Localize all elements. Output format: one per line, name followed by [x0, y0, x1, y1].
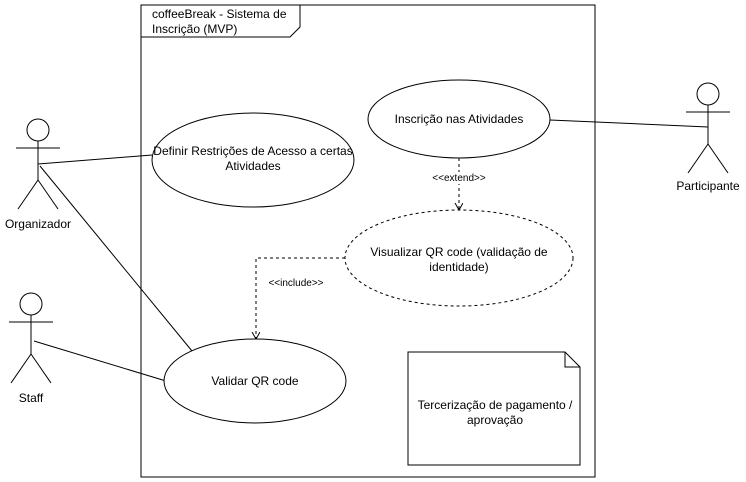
assoc-organizador-definir [37, 154, 153, 165]
use-case-visualizar-line2: identidade) [429, 260, 488, 274]
use-case-inscricao-label: Inscrição nas Atividades [395, 112, 524, 126]
actor-organizador[interactable] [16, 118, 60, 210]
assoc-organizador-validar [39, 165, 193, 352]
use-case-inscricao-atividades[interactable]: Inscrição nas Atividades [367, 79, 551, 159]
use-case-visualizar-line1: Visualizar QR code (validação de [370, 245, 548, 259]
system-title-line1: coffeeBreak - Sistema de [152, 7, 287, 21]
use-case-visualizar-qr[interactable]: Visualizar QR code (validação de identid… [344, 209, 574, 307]
assoc-staff-validar [33, 340, 167, 382]
include-relation: <<include>> [256, 257, 345, 339]
actor-staff[interactable] [9, 292, 53, 384]
extend-relation: <<extend>> [425, 158, 493, 210]
actor-participante[interactable] [686, 82, 730, 174]
use-case-definir-line1: Definir Restrições de Acesso a certas [153, 144, 352, 158]
actor-staff-head [19, 292, 43, 316]
use-case-validar-qr[interactable]: Validar QR code [163, 338, 347, 424]
use-case-definir-restricoes[interactable]: Definir Restrições de Acesso a certas At… [151, 112, 355, 208]
associations [33, 119, 709, 382]
actor-participante-head [696, 82, 720, 106]
note-line2: aprovação [467, 413, 523, 427]
actor-organizador-head [26, 118, 50, 142]
assoc-participante-inscricao [549, 119, 709, 128]
extend-label: <<extend>> [432, 173, 486, 184]
note-tercerizacao[interactable]: Tercerização de pagamento / aprovação [407, 351, 581, 466]
actor-organizador-label: Organizador [5, 217, 71, 231]
actor-staff-label: Staff [19, 391, 44, 405]
system-boundary: coffeeBreak - Sistema de Inscrição (MVP) [140, 4, 596, 478]
include-label: <<include>> [268, 278, 323, 289]
note-line1: Tercerização de pagamento / [418, 398, 573, 412]
use-case-validar-label: Validar QR code [211, 374, 298, 388]
actor-participante-label: Participante [676, 179, 740, 193]
use-case-definir-line2: Atividades [225, 159, 280, 173]
system-title-line2: Inscrição (MVP) [152, 22, 237, 36]
